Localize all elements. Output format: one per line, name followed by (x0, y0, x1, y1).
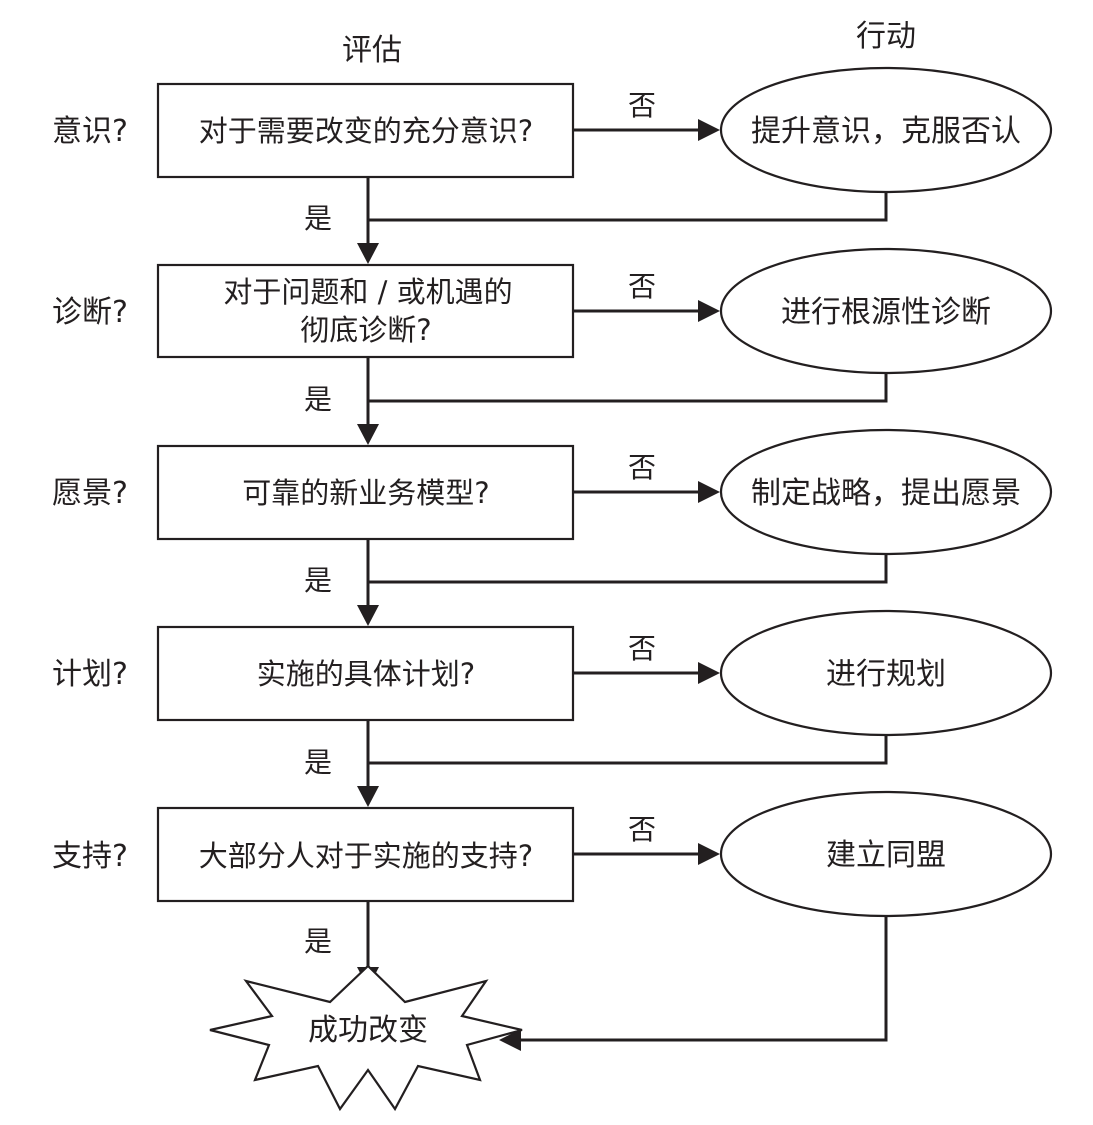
question-text: 大部分人对于实施的支持? (199, 839, 533, 873)
no-label: 否 (628, 270, 656, 303)
no-arrowhead (698, 300, 720, 322)
yes-label: 是 (304, 925, 332, 958)
question-box (156, 82, 575, 179)
no-arrowhead (698, 843, 720, 865)
step-label: 意识? (52, 114, 128, 149)
step-support: 支持? 大部分人对于实施的支持? 否 建立同盟 是 (52, 790, 1053, 1051)
question-box (156, 625, 575, 722)
result-starburst: 成功改变 (209, 964, 523, 1112)
starburst-shape (209, 964, 523, 1112)
step-vision: 愿景? 可靠的新业务模型? 否 制定战略，提出愿景 是 (52, 428, 1053, 626)
question-text-line2: 彻底诊断? (300, 313, 431, 347)
action-text: 提升意识，克服否认 (751, 114, 1021, 149)
header-assess: 评估 (342, 33, 402, 68)
yes-arrowhead (357, 786, 379, 807)
action-text: 制定战略，提出愿景 (751, 476, 1021, 511)
final-return-connector (521, 916, 888, 1042)
question-text: 对于需要改变的充分意识? (199, 114, 533, 148)
final-arrowhead (499, 1029, 521, 1051)
header-action: 行动 (856, 19, 916, 54)
yes-label: 是 (304, 746, 332, 779)
yes-arrowhead (357, 424, 379, 445)
return-connector (368, 373, 888, 403)
step-diagnosis: 诊断? 对于问题和 / 或机遇的 彻底诊断? 否 进行根源性诊断 是 (52, 247, 1053, 445)
question-text: 可靠的新业务模型? (242, 476, 489, 510)
step-label: 诊断? (52, 295, 128, 330)
action-text: 进行规划 (826, 657, 946, 692)
no-label: 否 (628, 632, 656, 665)
step-awareness: 意识? 对于需要改变的充分意识? 否 提升意识，克服否认 是 (52, 66, 1053, 264)
return-connector (368, 554, 888, 584)
yes-label: 是 (304, 202, 332, 235)
question-text-line1: 对于问题和 / 或机遇的 (223, 275, 512, 309)
question-box (156, 263, 575, 359)
return-connector (368, 192, 888, 222)
action-text: 建立同盟 (826, 838, 946, 873)
yes-label: 是 (304, 564, 332, 597)
yes-arrowhead (357, 605, 379, 626)
question-box (156, 444, 575, 541)
no-arrowhead (698, 119, 720, 141)
yes-arrowhead (357, 243, 379, 264)
no-label: 否 (628, 451, 656, 484)
step-label: 愿景? (52, 476, 128, 511)
no-label: 否 (628, 813, 656, 846)
action-text: 进行根源性诊断 (781, 295, 991, 330)
step-label: 支持? (52, 839, 128, 874)
return-connector (368, 735, 888, 765)
question-text: 实施的具体计划? (257, 657, 475, 691)
step-label: 计划? (52, 657, 128, 692)
result-text: 成功改变 (308, 1013, 428, 1048)
no-arrowhead (698, 662, 720, 684)
no-label: 否 (628, 89, 656, 122)
no-arrowhead (698, 481, 720, 503)
step-plan: 计划? 实施的具体计划? 否 进行规划 是 (52, 609, 1053, 807)
yes-label: 是 (304, 383, 332, 416)
